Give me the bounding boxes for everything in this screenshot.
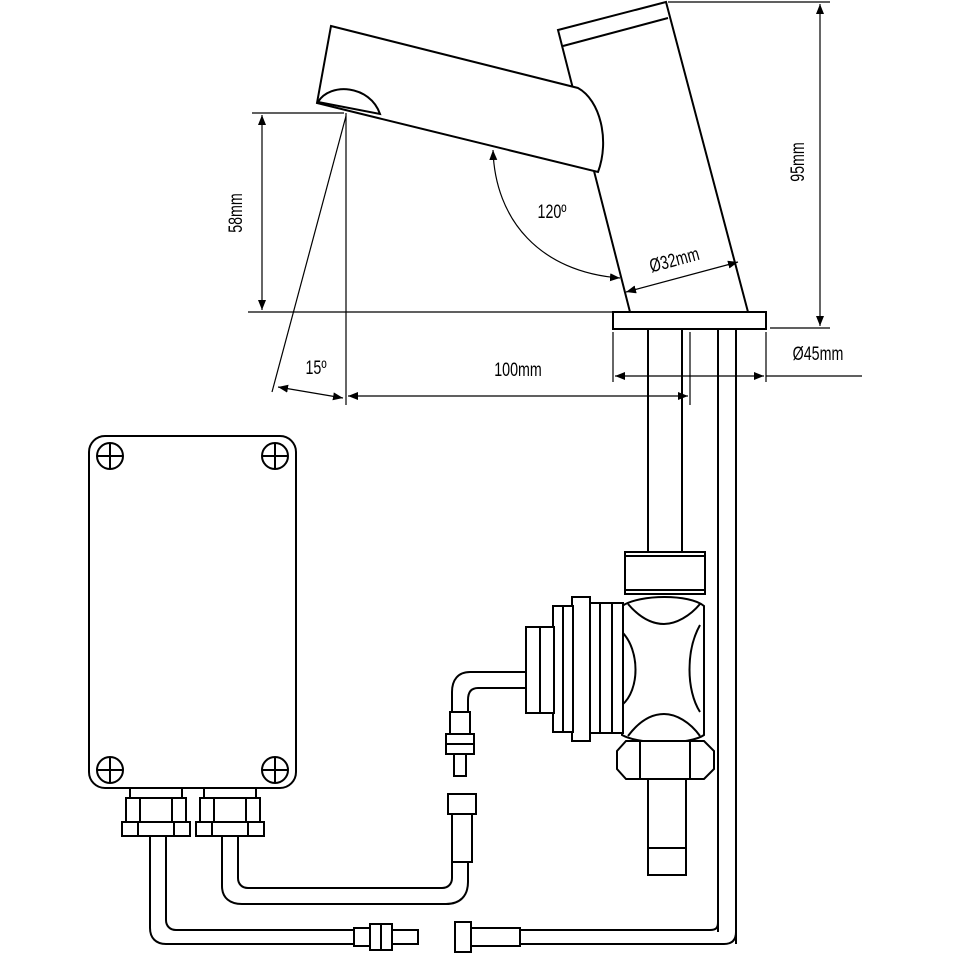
screw-icon [261,756,289,784]
valve-body [621,596,705,744]
label-58mm: 58mm [225,193,246,233]
control-box [88,435,297,837]
screw-icon [96,756,124,784]
cable-gland-left [121,787,191,837]
coil-plug [449,711,471,735]
sensor-plug [353,927,371,947]
dimension-95mm: 95mm [668,1,830,329]
sensor-cable-faucet-side [454,921,737,953]
label-100mm: 100mm [494,359,541,380]
dimension-100mm: 100mm [345,113,691,405]
cable-gland-right [195,787,265,837]
dimension-45mm: Ø45mm [612,332,862,382]
aerator [316,88,382,116]
control-box-body [88,435,297,789]
label-120-angle: 120º [538,201,567,222]
supply-pipes [647,329,737,944]
sensor-cable-box-side [149,836,419,951]
label-45mm: Ø45mm [793,343,844,364]
screw-icon [96,442,124,470]
screw-icon [261,442,289,470]
label-95mm: 95mm [787,142,808,182]
coil-flange [588,602,624,734]
faucet [315,0,767,330]
label-15-angle: 15º [305,357,326,378]
dimension-58mm: 58mm [225,112,613,313]
valve-socket [447,793,477,815]
inlet-pipe [647,778,687,876]
bottom-nut [616,740,715,780]
coil-cable [445,671,526,777]
top-nut [624,551,706,595]
base-plate [612,311,767,330]
dimension-120-angle: 120º [489,149,621,282]
sensor-socket [454,921,472,953]
dimension-15-angle: 15º [271,115,347,401]
valve-cable [221,793,477,905]
solenoid-valve [525,551,715,876]
